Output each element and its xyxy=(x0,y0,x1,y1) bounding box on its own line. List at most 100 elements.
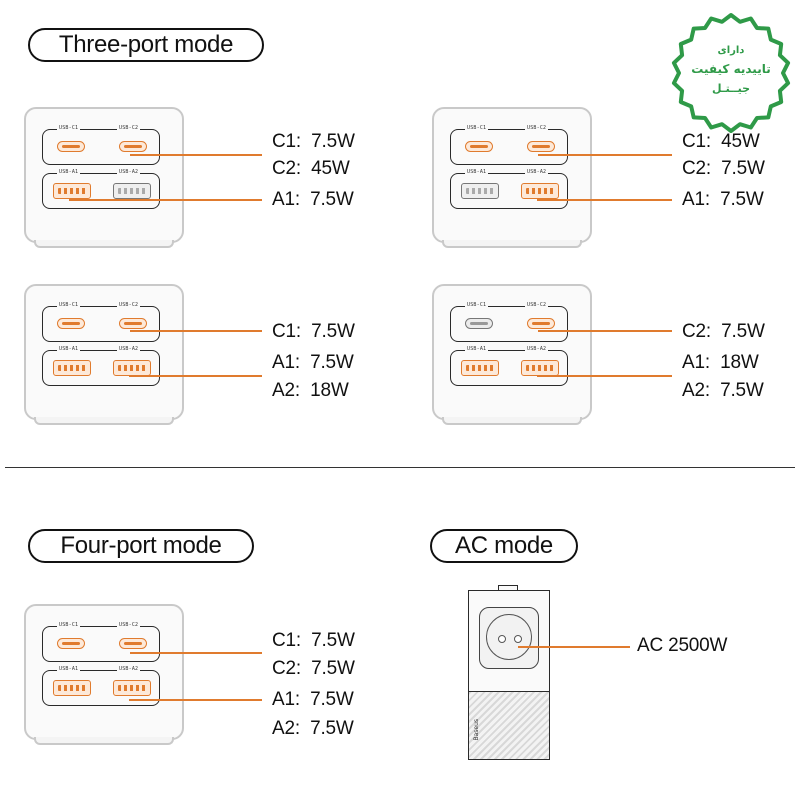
ac-plug-tab xyxy=(498,585,518,593)
usb-a-port-a2-active xyxy=(521,360,559,376)
port-contacts xyxy=(532,322,550,325)
port-contacts xyxy=(62,322,80,325)
usb-a-port-a2 xyxy=(113,183,151,199)
connector-line-5-3 xyxy=(129,699,262,701)
usb-a-port-a1-active xyxy=(53,183,91,199)
port-contacts xyxy=(62,145,80,148)
port-contacts xyxy=(470,145,488,148)
power-spec-2-1: C1: 45W xyxy=(682,131,760,153)
power-spec-2-3: A1: 7.5W xyxy=(682,189,764,211)
port-label-a1: USB-A1 xyxy=(465,346,489,352)
spec-port: A2: xyxy=(272,380,300,401)
power-spec-5-4: A2: 7.5W xyxy=(272,718,354,740)
port-label-c2: USB-C2 xyxy=(117,125,141,131)
usb-a-port-a2-active xyxy=(113,360,151,376)
port-label-a2: USB-A2 xyxy=(117,169,141,175)
device-foot xyxy=(34,240,174,248)
spec-watt: 7.5W xyxy=(311,321,355,342)
seal-line-2: تاییدیه کیفیت xyxy=(691,62,771,76)
port-label-a1: USB-A1 xyxy=(57,666,81,672)
seal-outline xyxy=(671,13,791,133)
device-foot xyxy=(34,737,174,745)
device-foot xyxy=(34,417,174,425)
spec-watt: 45W xyxy=(721,131,760,152)
spec-port: A1: xyxy=(682,352,710,373)
usb-c-port-c1 xyxy=(465,318,493,329)
spec-port: C1: xyxy=(272,131,301,152)
port-contacts xyxy=(470,322,488,325)
port-contacts xyxy=(124,322,142,325)
usb-c-port-c2-active xyxy=(119,638,147,649)
ac-vent-grille xyxy=(469,691,549,759)
connector-line-3-1 xyxy=(130,330,262,332)
quality-seal-badge xyxy=(671,13,791,133)
usb-c-port-c1-active xyxy=(465,141,493,152)
spec-port: C1: xyxy=(272,321,301,342)
connector-line-1-1 xyxy=(130,154,262,156)
power-spec-4-3: A2: 7.5W xyxy=(682,380,764,402)
section-divider xyxy=(5,467,795,469)
spec-port: C2: xyxy=(272,158,301,179)
power-spec-5-3: A1: 7.5W xyxy=(272,689,354,711)
port-contacts xyxy=(526,365,554,371)
spec-watt: 45W xyxy=(311,158,350,179)
port-contacts xyxy=(532,145,550,148)
port-label-c1: USB-C1 xyxy=(57,302,81,308)
port-label-c1: USB-C1 xyxy=(57,125,81,131)
ac-socket-icon xyxy=(479,607,539,669)
port-label-c2: USB-C2 xyxy=(117,302,141,308)
power-spec-2-2: C2: 7.5W xyxy=(682,158,765,180)
power-spec-1-3: A1: 7.5W xyxy=(272,189,354,211)
port-contacts xyxy=(118,685,146,691)
connector-line-1-3 xyxy=(69,199,262,201)
device-foot xyxy=(442,417,582,425)
spec-watt: 7.5W xyxy=(311,131,355,152)
usb-c-port-group: USB-C1 USB-C2 xyxy=(42,302,160,342)
port-label-c2: USB-C2 xyxy=(117,622,141,628)
spec-watt: 7.5W xyxy=(721,321,765,342)
spec-port: C1: xyxy=(682,131,711,152)
port-label-c1: USB-C1 xyxy=(465,302,489,308)
socket-hole-left xyxy=(498,635,506,643)
socket-hole-right xyxy=(514,635,522,643)
spec-watt: 7.5W xyxy=(721,158,765,179)
connector-line-2-1 xyxy=(538,154,672,156)
connector-line-4-2 xyxy=(537,375,672,377)
usb-c-port-group: USB-C1 USB-C2 xyxy=(450,302,568,342)
usb-c-port-group: USB-C1 USB-C2 xyxy=(42,125,160,165)
ac-power-strip: Baseus xyxy=(468,590,550,760)
port-label-a2: USB-A2 xyxy=(525,169,549,175)
three-port-mode-heading: Three-port mode xyxy=(28,28,264,62)
ac-brand-label: Baseus xyxy=(473,719,480,741)
usb-a-port-a1-active xyxy=(53,360,91,376)
four-port-mode-heading: Four-port mode xyxy=(28,529,254,563)
usb-a-port-a1 xyxy=(461,183,499,199)
socket-ring xyxy=(486,614,532,660)
power-spec-3-3: A2: 18W xyxy=(272,380,349,402)
spec-port: A1: xyxy=(272,189,300,210)
usb-c-port-c2-active xyxy=(119,318,147,329)
connector-line-2-3 xyxy=(537,199,672,201)
power-spec-5-2: C2: 7.5W xyxy=(272,658,355,680)
port-label-a2: USB-A2 xyxy=(117,346,141,352)
port-contacts xyxy=(466,365,494,371)
port-contacts xyxy=(58,365,86,371)
port-label-c1: USB-C1 xyxy=(57,622,81,628)
port-contacts xyxy=(118,188,146,194)
port-label-c2: USB-C2 xyxy=(525,302,549,308)
spec-port: A2: xyxy=(682,380,710,401)
port-contacts xyxy=(58,188,86,194)
connector-line-4-1 xyxy=(538,330,672,332)
power-spec-4-1: C2: 7.5W xyxy=(682,321,765,343)
power-spec-3-2: A1: 7.5W xyxy=(272,352,354,374)
port-label-c1: USB-C1 xyxy=(465,125,489,131)
connector-line-3-2 xyxy=(129,375,262,377)
port-label-a2: USB-A2 xyxy=(525,346,549,352)
